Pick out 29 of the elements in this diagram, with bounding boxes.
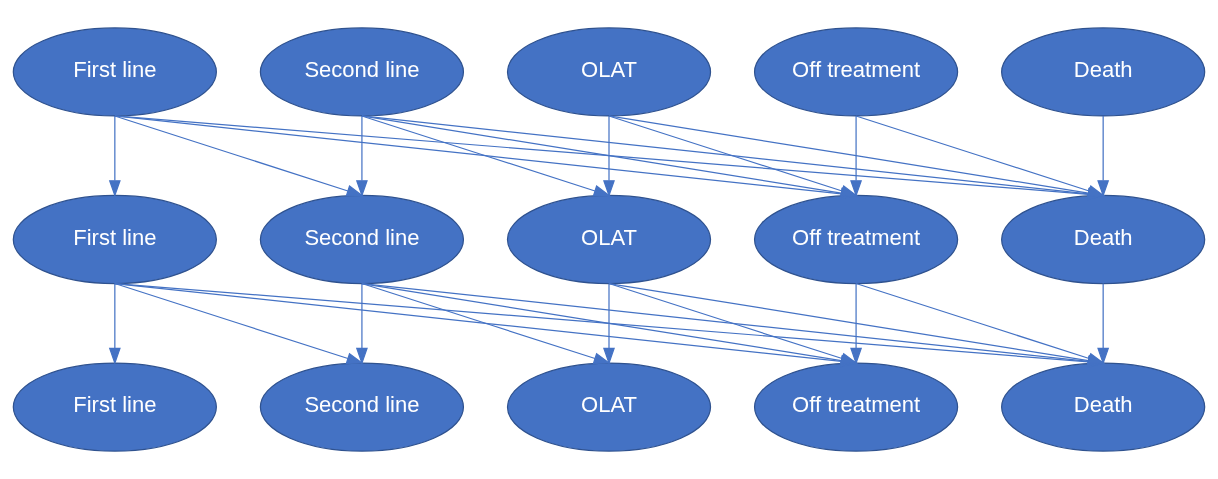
node-ellipse: Off treatment xyxy=(753,362,959,452)
node-ellipse: OLAT xyxy=(506,27,712,117)
node-ellipse: First line xyxy=(12,194,217,285)
arrow xyxy=(108,282,121,365)
node-ellipse: First line xyxy=(12,27,217,117)
node-ellipse: First line xyxy=(12,362,217,452)
node-ellipse: Second line xyxy=(259,362,465,452)
arrow xyxy=(850,115,863,198)
node-ellipse: Death xyxy=(1001,362,1206,452)
node-ellipse: OLAT xyxy=(506,362,712,452)
arrow xyxy=(355,115,368,198)
node-ellipse: Death xyxy=(1001,194,1206,285)
arrow xyxy=(1097,115,1110,198)
arrow xyxy=(114,282,364,365)
arrow xyxy=(361,282,611,365)
node-ellipse: Second line xyxy=(259,27,465,117)
arrow xyxy=(1097,282,1110,365)
arrow xyxy=(603,282,615,365)
arrow xyxy=(603,115,615,198)
node-ellipse: Second line xyxy=(259,194,465,285)
arrow xyxy=(355,282,368,365)
arrow xyxy=(361,115,611,197)
arrow xyxy=(114,115,364,197)
node-ellipse: Off treatment xyxy=(753,194,959,285)
arrow xyxy=(850,282,863,365)
node-ellipse: Death xyxy=(1001,27,1206,117)
node-ellipse: OLAT xyxy=(506,194,712,285)
node-ellipse: Off treatment xyxy=(753,27,959,117)
arrow xyxy=(108,115,121,198)
